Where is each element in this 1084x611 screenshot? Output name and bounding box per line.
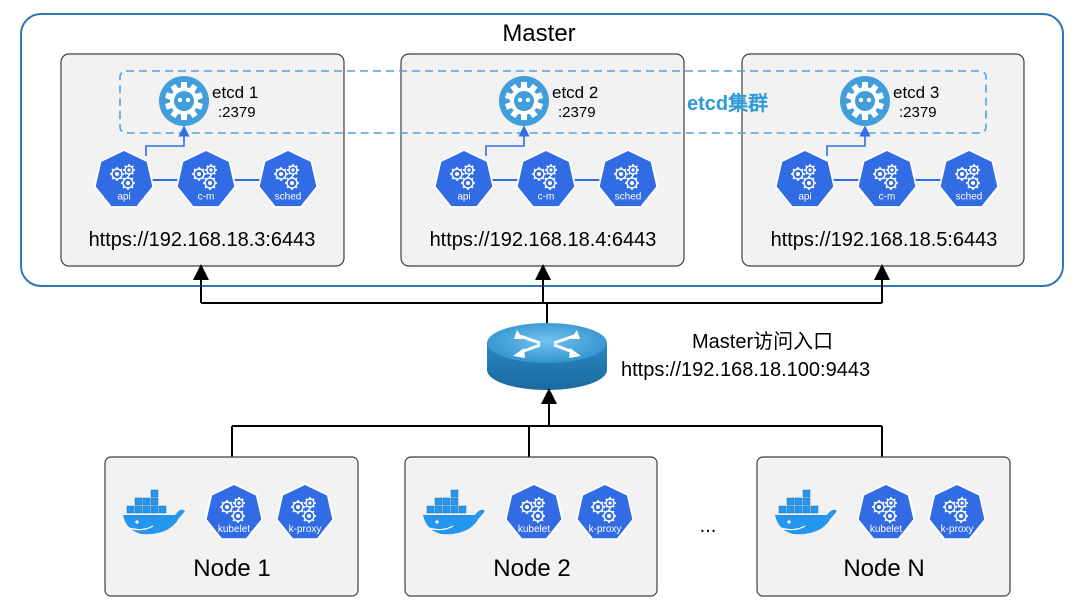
master-3-api-to-etcd-link [826,125,871,156]
node-1-kproxy-label: k-proxy [289,524,322,535]
etcd-3-icon [840,76,890,126]
master-1-sched-label: sched [275,192,302,203]
master-2-api-label: api [457,192,470,203]
node-n-name: Node N [843,555,924,582]
node-1-kproxy-icon: k-proxy [275,483,335,540]
master-1-api-to-etcd-link [145,125,190,156]
master-title: Master [502,20,575,47]
etcd-1-port: :2379 [218,104,256,121]
master-1-cm-label: c-m [198,192,215,203]
node-n-kproxy-icon: k-proxy [927,483,987,540]
master-3-api-icon: api [774,149,836,208]
master-1-sched-icon: sched [257,149,319,208]
master-1-api-label: api [117,192,130,203]
master-2-cm-icon: c-m [515,149,577,208]
etcd-1-icon [159,76,209,126]
router-to-masters-connectors [193,264,890,324]
master-3-sched-icon: sched [938,149,1000,208]
master-3-cm-icon: c-m [856,149,918,208]
node-n-kproxy-label: k-proxy [941,524,974,535]
master-2-cm-label: c-m [538,192,555,203]
master-1-cm-icon: c-m [175,149,237,208]
node-2-docker-icon [423,489,485,535]
etcd-2-name: etcd 2 [552,83,598,102]
node-1-docker-icon [123,489,185,535]
node-2-name: Node 2 [493,555,570,582]
entry-title: Master访问入口 [692,330,833,353]
node-2-kubelet-label: kubelet [518,524,550,535]
etcd-cluster-box [119,70,987,134]
etcd-3-port: :2379 [899,104,937,121]
master-3-cm-label: c-m [879,192,896,203]
node-2-kproxy-icon: k-proxy [575,483,635,540]
etcd-1-name: etcd 1 [212,83,258,102]
node-1-kubelet-icon: kubelet [204,483,264,540]
node-n-kubelet-label: kubelet [870,524,902,535]
node-2-kproxy-label: k-proxy [589,524,622,535]
etcd-cluster-label: etcd集群 [687,91,768,115]
node-ellipsis: ... [700,515,717,537]
master-3-sched-label: sched [956,192,983,203]
router-icon [487,323,607,390]
master-3-api-label: api [798,192,811,203]
master-2-sched-label: sched [615,192,642,203]
node-1-name: Node 1 [193,555,270,582]
etcd-3-name: etcd 3 [893,83,939,102]
etcd-2-port: :2379 [558,104,596,121]
master-2-api-icon: api [433,149,495,208]
nodes-to-router-connectors [231,388,883,457]
master-2-api-to-etcd-link [485,125,530,156]
node-2-kubelet-icon: kubelet [504,483,564,540]
node-n-kubelet-icon: kubelet [856,483,916,540]
node-n-docker-icon [775,489,837,535]
etcd-2-icon [499,76,549,126]
master-1-url: https://192.168.18.3:6443 [89,229,316,251]
master-2-sched-icon: sched [597,149,659,208]
master-1-api-icon: api [93,149,155,208]
master-3-url: https://192.168.18.5:6443 [771,229,998,251]
entry-url: https://192.168.18.100:9443 [621,359,870,381]
node-1-kubelet-label: kubelet [218,524,250,535]
master-2-url: https://192.168.18.4:6443 [430,229,657,251]
